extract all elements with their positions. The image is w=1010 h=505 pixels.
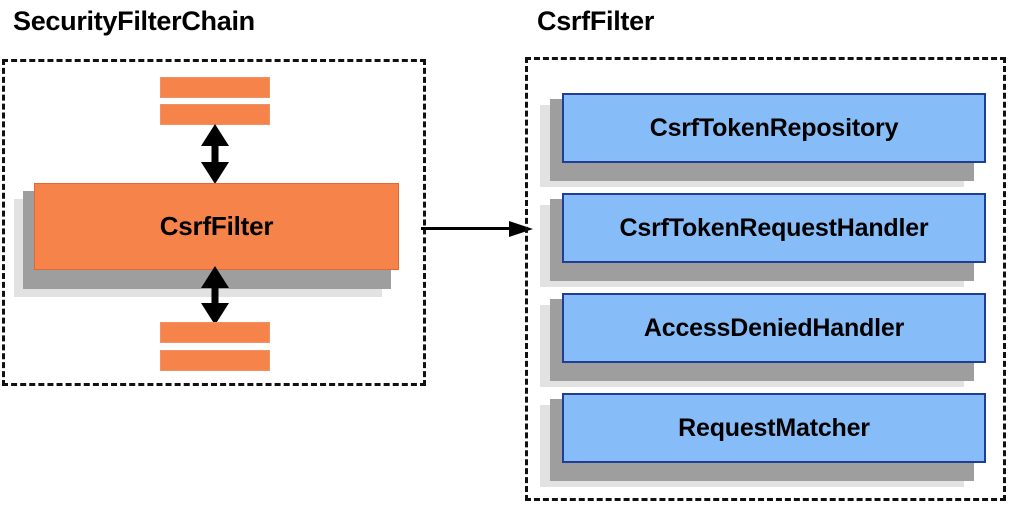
filter-bar-above-1 <box>160 77 270 98</box>
arrow-up-icon <box>201 124 229 184</box>
csrf-filter-box[interactable]: CsrfFilter <box>14 183 414 297</box>
security-filter-chain-panel <box>2 59 426 386</box>
component-box-request-matcher[interactable]: RequestMatcher <box>540 393 988 487</box>
component-box-access-denied-handler[interactable]: AccessDeniedHandler <box>540 293 988 387</box>
arrow-shaft <box>211 282 219 309</box>
component-face: CsrfTokenRepository <box>562 93 986 163</box>
component-label: CsrfTokenRequestHandler <box>619 213 929 242</box>
arrowhead-up-icon <box>201 266 229 288</box>
filter-bar-below-1 <box>160 322 270 343</box>
arrowhead-down-icon <box>201 303 229 325</box>
csrffilter-detail-arrow-icon <box>421 221 533 237</box>
filter-bar-below-2 <box>160 350 270 371</box>
csrf-filter-label: CsrfFilter <box>159 211 274 241</box>
arrow-down-icon <box>201 266 229 325</box>
component-label: RequestMatcher <box>678 413 870 442</box>
arrow-shaft <box>211 140 219 168</box>
arrowhead-down-icon <box>201 162 229 184</box>
component-box-csrf-token-repository[interactable]: CsrfTokenRepository <box>540 93 988 187</box>
arrowhead-up-icon <box>201 124 229 146</box>
right-panel-title: CsrfFilter <box>537 6 655 36</box>
csrf-filter-panel <box>525 57 1006 501</box>
component-face: CsrfTokenRequestHandler <box>562 193 986 263</box>
csrf-filter-face: CsrfFilter <box>34 183 399 270</box>
component-label: AccessDeniedHandler <box>643 313 905 342</box>
component-box-csrf-token-request-handler[interactable]: CsrfTokenRequestHandler <box>540 193 988 287</box>
component-label: CsrfTokenRepository <box>649 113 899 142</box>
left-panel-title: SecurityFilterChain <box>13 6 255 36</box>
component-face: AccessDeniedHandler <box>562 293 986 363</box>
filter-bar-above-2 <box>160 104 270 125</box>
component-face: RequestMatcher <box>562 393 986 463</box>
arrow-shaft <box>421 227 511 230</box>
